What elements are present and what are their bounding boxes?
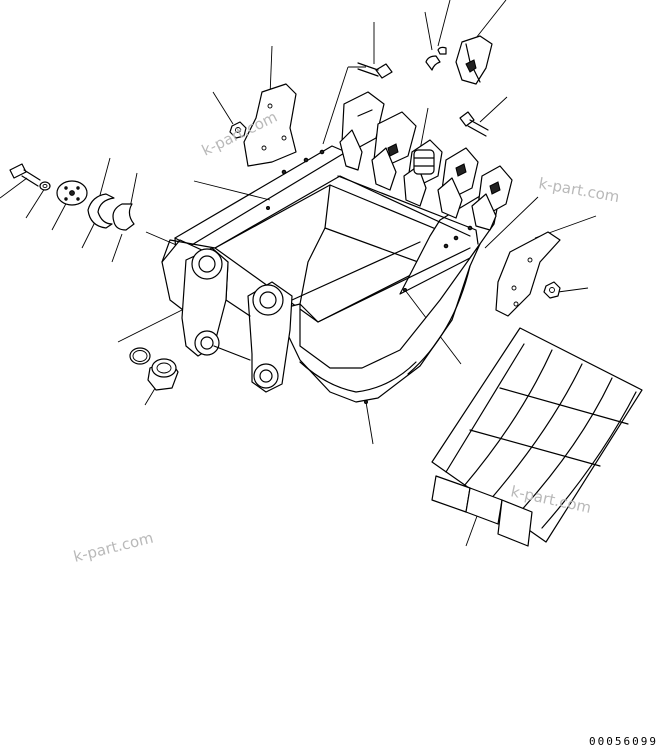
right-side-cutter [495,231,561,317]
liner-plates [431,327,643,547]
left-side-cutter [229,83,297,167]
watermark-text: k-part.com [537,174,621,206]
top-bolts [357,46,489,137]
side-bolt-group [9,163,135,231]
bucket-bosses [181,247,293,393]
bushing-group [129,347,179,391]
teeth-row [339,91,513,231]
drawing-code: 00056099 [589,735,658,748]
watermark-text: k-part.com [72,529,156,566]
spare-tooth [455,35,493,85]
